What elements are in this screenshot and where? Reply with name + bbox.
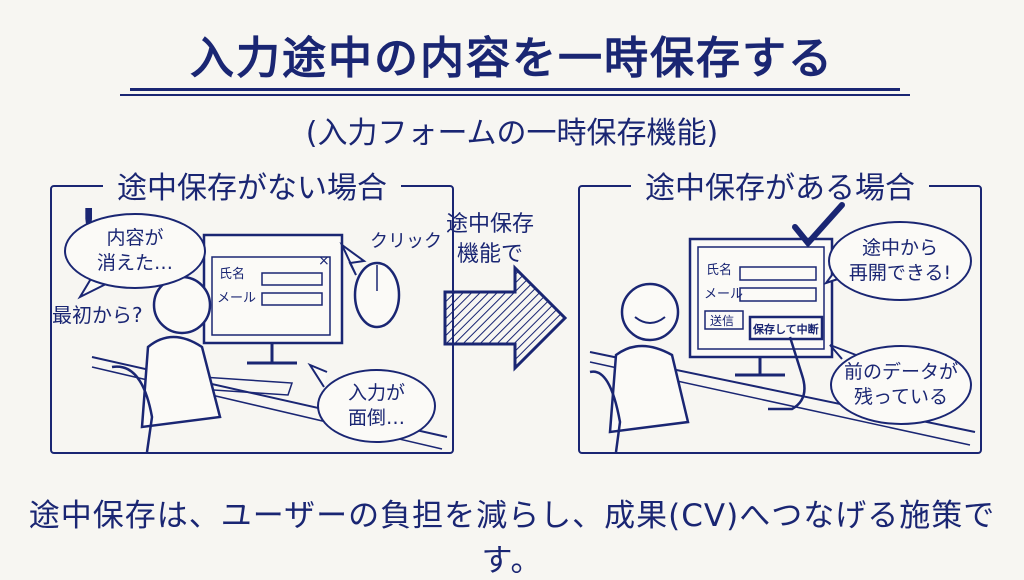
page-title: 入力途中の内容を一時保存する (190, 33, 834, 84)
form-mail-label: メール (217, 291, 257, 306)
scene-without-save-illustration (77, 233, 448, 452)
mail-field (739, 287, 817, 302)
chair-icon (589, 370, 622, 452)
mouse-icon (353, 261, 401, 329)
form-mail-label: メール (704, 287, 744, 302)
pointing-hand-icon (768, 336, 806, 411)
form-window (697, 246, 825, 350)
form-name-label: 氏名 (219, 267, 246, 282)
panel-heading-with-save: 途中保存がある場合 (631, 171, 929, 206)
check-icon (792, 202, 845, 248)
bubble-content-lost: 内容が 消えた… (64, 213, 206, 289)
page-subtitle: (入力フォームの一時保存機能) (305, 116, 719, 151)
panel-heading-without-save: 途中保存がない場合 (103, 171, 401, 206)
panel-without-save: 途中保存がない場合 ! 内容が 消えた… 最初から? 氏名 メール × クリック… (50, 171, 454, 454)
chair-icon (111, 365, 154, 452)
bubble-input-bother: 入力が 面倒… (317, 369, 436, 443)
arrow-label-with-feature: 途中保存 機能で (445, 212, 534, 267)
name-field (739, 266, 817, 281)
form-name-label: 氏名 (706, 263, 733, 278)
cursor-icon (339, 241, 367, 276)
close-icon: × (318, 253, 330, 269)
send-button-outline (704, 310, 744, 330)
send-button: 送信 (710, 314, 735, 328)
text-from-the-start: 最初から? (52, 303, 143, 327)
form-window (211, 256, 331, 336)
name-field (261, 272, 323, 286)
panel-with-save: 途中保存がある場合 氏名 メール 送信 保存して中断 途中から 再開できる! 前… (578, 171, 982, 454)
bottom-summary-text: 途中保存は、ユーザーの負担を減らし、成果(CV)へつなげる施策です。 (28, 498, 996, 579)
title-underline (130, 88, 900, 91)
bubble-data-remains: 前のデータが 残っている (830, 345, 972, 425)
mail-field (261, 292, 323, 306)
person-body (140, 335, 222, 429)
save-and-pause-button: 保存して中断 (753, 323, 819, 336)
save-button-outline (748, 315, 824, 341)
title-underline-secondary (120, 94, 910, 96)
text-click: クリック (370, 231, 442, 252)
person-body (608, 344, 690, 434)
happy-person-head (620, 282, 680, 342)
bubble-can-resume: 途中から 再開できる! (828, 221, 972, 301)
